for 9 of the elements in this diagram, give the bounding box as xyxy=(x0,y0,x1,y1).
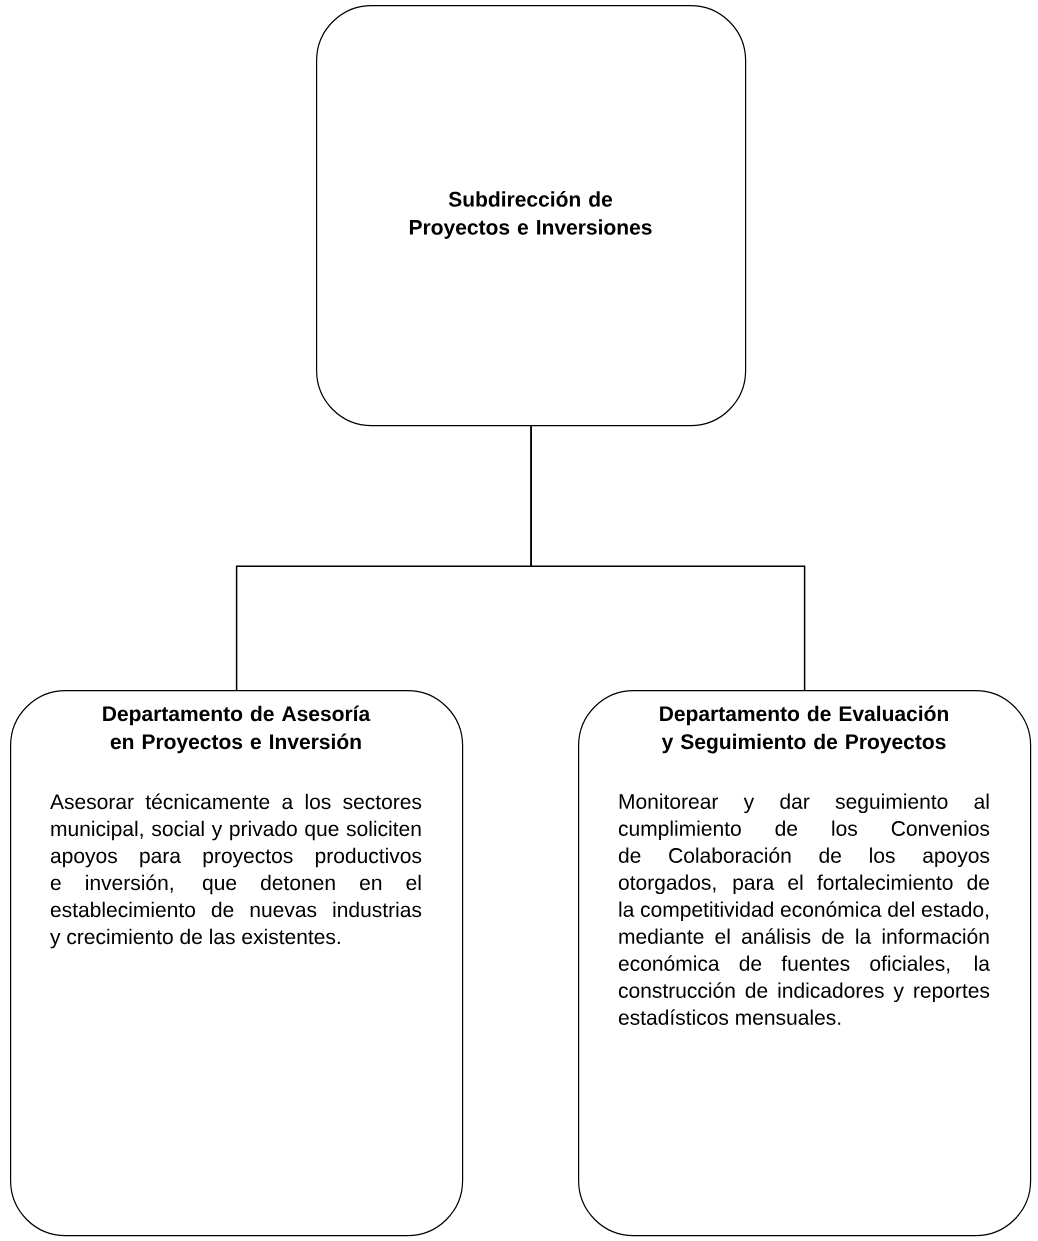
heading: Departamento de Evaluación y Seguimiento de Proyectos xyxy=(660,705,948,754)
department-box xyxy=(10,690,464,1237)
description: Asesorar técnicamente a los sectores municipal, social y privado que soliciten apoyos para proyectos productivos e inversión, que detonen en el establecimiento de nuevas industrias y crecimiento de las existentes. xyxy=(50,793,422,949)
heading: Subdirección de Proyectos e Inversiones xyxy=(409,191,652,239)
department-box xyxy=(316,5,747,427)
description: Monitorear y dar seguimiento al cumplimiento de los Convenios de Colaboración de los apoyos otorgados, para el fortalecimiento de la competitividad económica del estado, mediante el análisis de la información económica de fuentes oficiales, la construcción de indicadores y reportes estadísticos mensuales. xyxy=(618,793,990,1025)
heading: Departamento de Asesoría en Proyectos e Inversión xyxy=(103,705,371,754)
department-box xyxy=(578,690,1032,1237)
connector xyxy=(530,425,806,691)
